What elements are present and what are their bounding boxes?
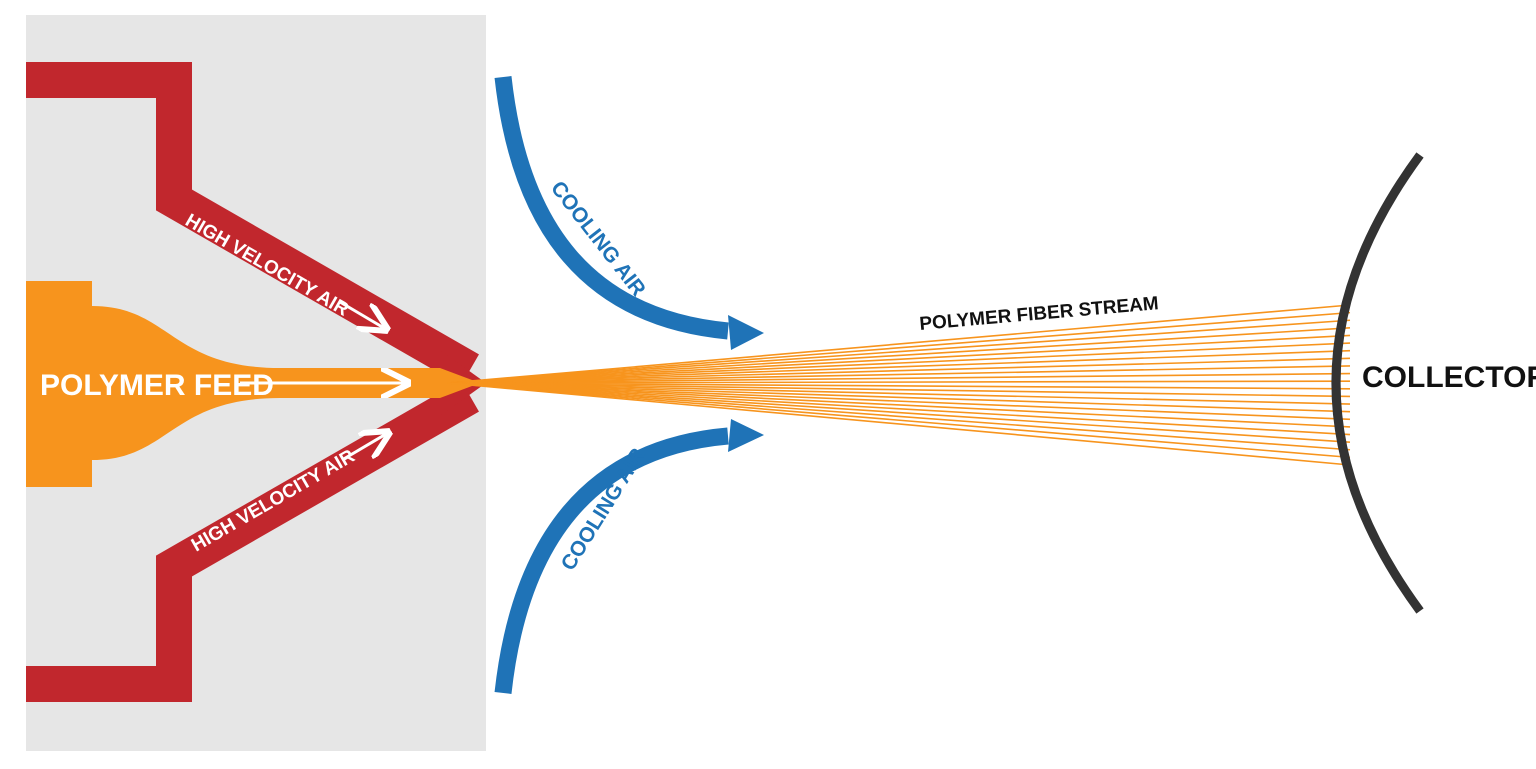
fiber-line [447, 342, 1351, 384]
fiber-line [447, 382, 1351, 428]
fiber-line [447, 382, 1351, 459]
air-channel-bottom [26, 380, 479, 702]
collector-curve [1331, 152, 1424, 614]
fiber-line [447, 382, 1351, 451]
fiber-line [447, 304, 1351, 384]
fiber-line [447, 382, 1351, 405]
air-flow-arrow-bottom [341, 434, 386, 462]
cooling-air-arrow-top [494, 76, 729, 340]
cooling-air-arrowhead-top [728, 315, 764, 350]
cooling-air-arrow-bottom [494, 427, 729, 694]
fiber-line [447, 365, 1351, 384]
fiber-line [447, 382, 1351, 398]
fiber-line [447, 382, 1351, 436]
polymer-fiber-stream-label: POLYMER FIBER STREAM [919, 293, 1160, 335]
fiber-line [447, 380, 1351, 384]
collector-label: COLLECTOR [1362, 361, 1536, 394]
air-flow-arrow-top [339, 300, 384, 328]
fiber-line [447, 382, 1351, 421]
fiber-line [447, 357, 1351, 384]
fiber-line [447, 311, 1351, 384]
fiber-line [447, 327, 1351, 384]
fiber-line [447, 382, 1351, 413]
fiber-line [447, 334, 1351, 384]
polymer-fiber-stream [447, 304, 1351, 466]
air-channel-top [26, 62, 479, 386]
polymer-feed-label: POLYMER FEED [40, 369, 274, 402]
cooling-air-arrowhead-bottom [728, 419, 764, 452]
fiber-line [447, 349, 1351, 384]
fiber-line [447, 319, 1351, 384]
fiber-line [447, 382, 1351, 466]
fiber-line [447, 372, 1351, 384]
fiber-line [447, 382, 1351, 390]
fiber-line [447, 382, 1351, 443]
